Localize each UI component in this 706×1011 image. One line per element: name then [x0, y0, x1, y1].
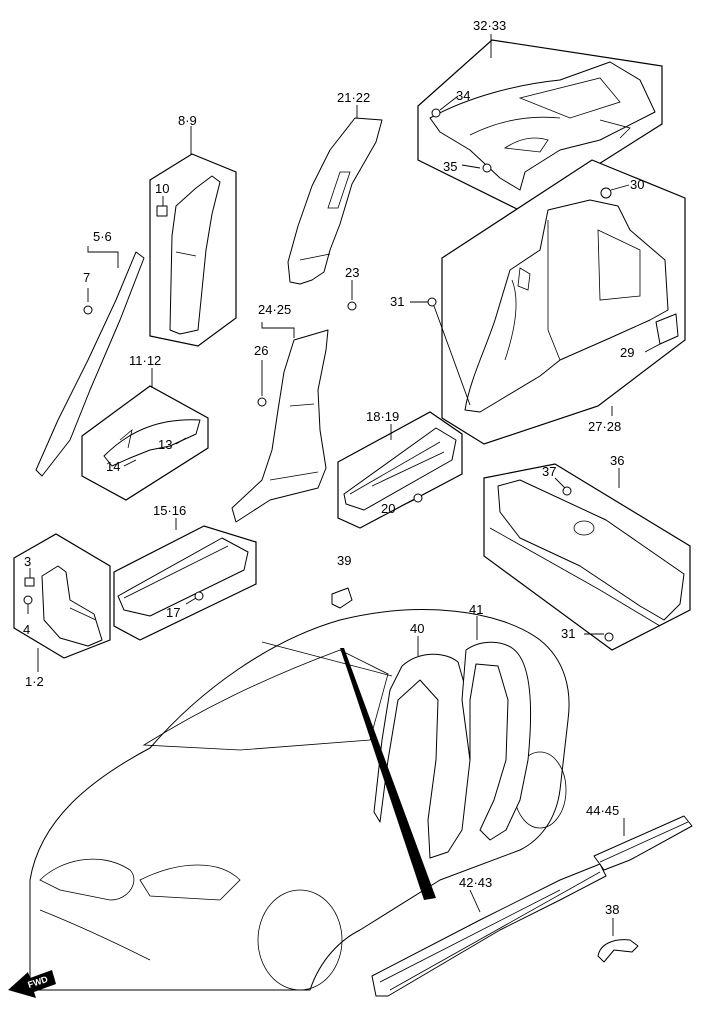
callout-7: 7 [83, 270, 90, 285]
part-weatherstrip-40 [373, 653, 471, 859]
callout-32-33: 32·33 [473, 18, 506, 33]
part-pillar-5-6 [35, 251, 145, 477]
callout-1-2: 1·2 [25, 674, 44, 689]
part-42-43 [371, 863, 607, 997]
panel-quarter-trim [441, 159, 686, 445]
callout-39: 39 [337, 553, 351, 568]
callout-31-b: 31 [561, 626, 575, 641]
callout-17: 17 [166, 605, 180, 620]
callout-37: 37 [542, 464, 556, 479]
part-44-45 [593, 815, 693, 871]
part-38 [597, 939, 639, 963]
callout-38: 38 [605, 902, 619, 917]
callout-11-12: 11·12 [129, 353, 161, 368]
panel-8-9 [149, 153, 237, 347]
part-39 [331, 587, 353, 609]
callout-labels: 32·33 34 35 30 21·22 23 8·9 10 5·6 7 31 … [23, 18, 644, 917]
callout-41: 41 [469, 602, 483, 617]
callout-31-a: 31 [390, 294, 404, 309]
callout-30: 30 [630, 177, 644, 192]
callout-29: 29 [620, 345, 634, 360]
callout-34: 34 [456, 88, 470, 103]
callout-15-16: 15·16 [153, 503, 186, 518]
panel-11-12 [81, 385, 209, 501]
part-black-strip [340, 648, 436, 900]
panel-rear-upper-trim [417, 39, 663, 213]
part-weatherstrip-41 [461, 641, 532, 841]
panel-18-19 [337, 411, 463, 529]
callout-23: 23 [345, 265, 359, 280]
fwd-arrow-icon: FWD [8, 970, 56, 998]
callout-24-25: 24·25 [258, 302, 291, 317]
callout-20: 20 [381, 501, 395, 516]
callout-10: 10 [155, 181, 169, 196]
callout-3: 3 [24, 554, 31, 569]
callout-21-22: 21·22 [337, 90, 370, 105]
callout-27-28: 27·28 [588, 419, 621, 434]
callout-5-6: 5·6 [93, 229, 112, 244]
callout-40: 40 [410, 621, 424, 636]
callout-8-9: 8·9 [178, 113, 197, 128]
callout-18-19: 18·19 [366, 409, 399, 424]
callout-36: 36 [610, 453, 624, 468]
callout-13: 13 [158, 437, 172, 452]
callout-44-45: 44·45 [586, 803, 619, 818]
callout-14: 14 [106, 459, 120, 474]
callout-4: 4 [23, 622, 30, 637]
panel-36 [483, 463, 691, 651]
car-body [29, 609, 570, 991]
callout-26: 26 [254, 343, 268, 358]
panel-15-16 [113, 525, 257, 641]
part-pillar-24-25 [231, 329, 329, 523]
callout-42-43: 42·43 [459, 875, 492, 890]
callout-35: 35 [443, 159, 457, 174]
panel-1-2 [13, 533, 111, 659]
part-pillar-21-22 [287, 117, 383, 285]
